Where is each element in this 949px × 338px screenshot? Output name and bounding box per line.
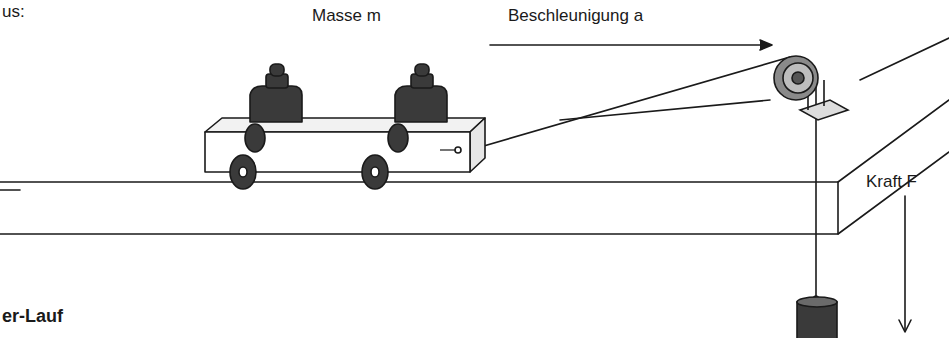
string	[470, 57, 790, 150]
acceleration-arrow	[490, 44, 770, 46]
acceleration-label: Beschleunigung a	[508, 6, 643, 26]
table-line	[0, 189, 20, 191]
heading-fragment: us:	[2, 2, 25, 22]
hanging-mass	[797, 296, 837, 338]
force-arrow	[904, 196, 906, 330]
table-corner	[837, 182, 839, 234]
table-top-edge	[0, 100, 949, 182]
mass-label: Masse m	[312, 6, 381, 26]
pulley	[774, 56, 848, 120]
acceleration-arrowhead	[760, 40, 772, 50]
cart	[205, 64, 485, 189]
force-label: Kraft F	[866, 172, 917, 192]
force-arrowhead	[899, 320, 911, 332]
section-heading-fragment: er-Lauf	[2, 306, 63, 328]
